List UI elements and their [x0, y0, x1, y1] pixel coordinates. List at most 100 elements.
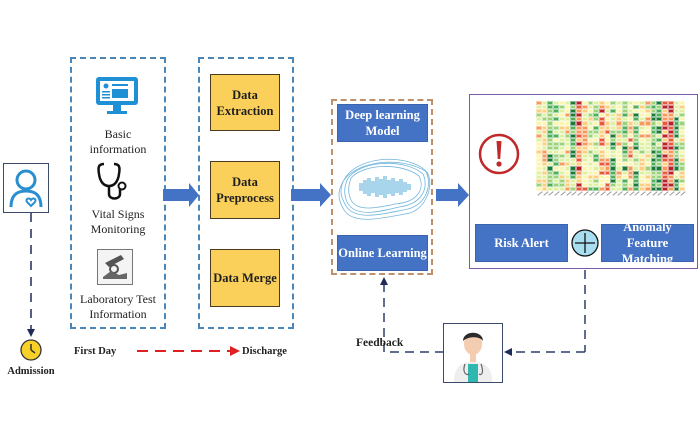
- heatmap-cell: [656, 125, 663, 130]
- heatmap-cell: [650, 182, 657, 187]
- heatmap-cell: [564, 154, 571, 159]
- heatmap-cell: [599, 125, 605, 130]
- heatmap-cell: [650, 133, 657, 138]
- heatmap-cell: [564, 137, 571, 142]
- heatmap-cell: [679, 182, 685, 187]
- heatmap-cell: [639, 182, 645, 187]
- doctor-icon: [454, 332, 492, 382]
- heatmap-cell: [553, 162, 559, 167]
- heatmap-cell: [627, 113, 634, 118]
- heatmap-cell: [536, 113, 542, 118]
- heatmap-cell: [599, 137, 605, 142]
- heatmap-cell: [656, 105, 663, 110]
- heatmap-cell: [627, 129, 634, 134]
- heatmap-cell: [581, 101, 588, 106]
- heatmap-tick: [617, 191, 623, 196]
- heatmap-cell: [587, 182, 594, 187]
- heatmap-cell: [627, 109, 634, 114]
- heatmap-cell: [547, 125, 554, 130]
- heatmap-cell: [599, 113, 605, 118]
- laboratory-test-label: Laboratory Test Information: [80, 292, 156, 321]
- heatmap-cell: [581, 145, 588, 151]
- heatmap-cell: [662, 129, 668, 134]
- heatmap-cell: [633, 105, 640, 110]
- microscope-icon: [97, 249, 133, 285]
- heatmap-cell: [570, 117, 577, 122]
- heatmap-cell: [633, 162, 640, 167]
- heatmap-cell: [679, 166, 685, 171]
- heatmap-cell: [673, 182, 680, 187]
- heatmap-cell: [604, 170, 611, 175]
- heatmap-cell: [633, 125, 640, 130]
- heatmap-cell: [570, 129, 577, 134]
- heatmap-cell: [650, 113, 657, 118]
- heatmap-cell: [650, 186, 657, 191]
- heatmap-cell: [673, 174, 680, 179]
- heatmap-cell: [587, 125, 594, 130]
- heatmap-cell: [616, 101, 622, 106]
- heatmap-cell: [576, 101, 582, 106]
- heatmap-cell: [553, 133, 559, 138]
- heatmap-cell: [639, 125, 645, 130]
- heatmap-cell: [679, 117, 685, 122]
- heatmap-cell: [610, 117, 617, 122]
- heatmap-cell: [599, 170, 605, 175]
- heatmap-cell: [553, 145, 559, 151]
- heatmap-cell: [621, 141, 628, 146]
- heatmap-cell: [616, 150, 622, 155]
- heatmap-cell: [656, 145, 663, 151]
- heatmap-cell: [616, 182, 622, 187]
- heatmap-cell: [558, 158, 565, 163]
- heatmap-cell: [621, 113, 628, 118]
- heatmap-cell: [616, 154, 622, 159]
- heatmap-cell: [616, 162, 622, 167]
- heatmap-cell: [599, 105, 605, 110]
- heatmap-cell: [662, 186, 668, 191]
- heatmap-cell: [599, 186, 605, 191]
- heatmap-cell: [644, 170, 651, 175]
- heatmap-cell: [621, 154, 628, 159]
- heatmap-cell: [673, 121, 680, 126]
- heatmap-cell: [610, 174, 617, 179]
- heatmap-cell: [553, 113, 559, 118]
- heatmap-cell: [616, 117, 622, 122]
- heatmap-cell: [656, 178, 663, 183]
- heatmap-cell: [616, 158, 622, 163]
- heatmap-cell: [650, 150, 657, 155]
- heatmap-cell: [581, 154, 588, 159]
- heatmap-cell: [541, 170, 548, 175]
- heatmap-cell: [673, 158, 680, 163]
- heatmap-tick: [657, 191, 663, 196]
- heatmap-cell: [610, 162, 617, 167]
- heatmap-cell: [599, 182, 605, 187]
- heatmap-cell: [599, 121, 605, 126]
- heatmap-cell: [547, 121, 554, 126]
- heatmap-cell: [553, 121, 559, 126]
- heatmap-cell: [558, 137, 565, 142]
- heatmap-cell: [541, 166, 548, 171]
- heatmap-cell: [627, 158, 634, 163]
- heatmap-cell: [627, 141, 634, 146]
- flow-arrow-3: [436, 183, 469, 207]
- heatmap-cell: [581, 186, 588, 191]
- heatmap-cell: [627, 125, 634, 130]
- heatmap-cell: [553, 182, 559, 187]
- heatmap-cell: [558, 129, 565, 134]
- admission-label: Admission: [7, 366, 55, 377]
- heatmap-cell: [633, 129, 640, 134]
- heatmap-cell: [627, 178, 634, 183]
- heatmap-cell: [627, 186, 634, 191]
- heatmap-cell: [604, 158, 611, 163]
- heatmap-cell: [639, 178, 645, 183]
- heatmap-cell: [621, 158, 628, 163]
- heatmap-cell: [633, 186, 640, 191]
- heatmap-cell: [587, 170, 594, 175]
- heatmap-cell: [576, 178, 582, 183]
- heatmap-cell: [576, 121, 582, 126]
- heatmap-cell: [662, 141, 668, 146]
- heatmap-cell: [587, 145, 594, 151]
- heatmap-cell: [558, 162, 565, 167]
- heatmap-cell: [639, 105, 645, 110]
- heatmap-cell: [667, 105, 674, 110]
- heatmap-cell: [662, 178, 668, 183]
